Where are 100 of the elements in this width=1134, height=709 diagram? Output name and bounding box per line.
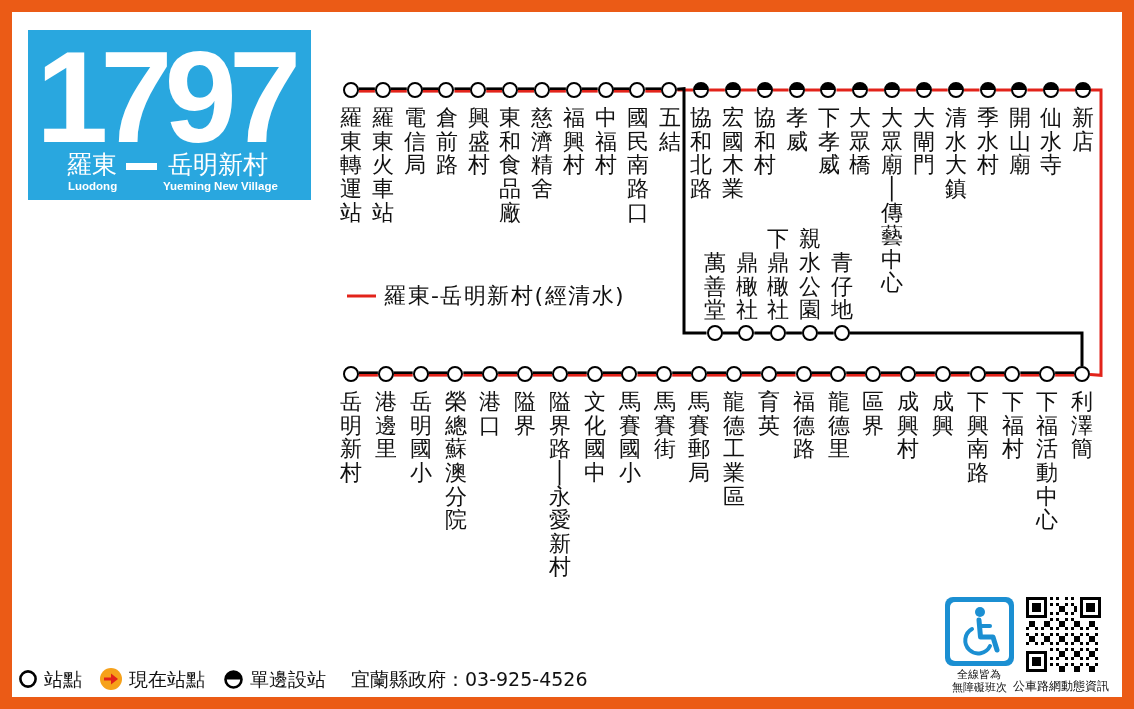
stop-name: 下福村	[1001, 390, 1024, 461]
route-line	[776, 371, 796, 374]
route-line	[672, 371, 692, 374]
route-line	[786, 331, 802, 335]
route-line	[390, 87, 407, 90]
stop-name: 港邊里	[375, 390, 397, 461]
route-line	[358, 371, 378, 374]
route-line	[931, 88, 948, 92]
stop-name: 倉前路	[435, 106, 458, 177]
route-line	[486, 90, 503, 93]
stop-name: 下孝威	[817, 106, 840, 177]
stop-name: 大眾橋	[849, 106, 871, 177]
stop-name: 文化國中	[583, 390, 606, 485]
route-line	[677, 87, 707, 335]
route-line	[707, 374, 726, 377]
route-line	[393, 374, 413, 377]
stop-name: 龍德里	[827, 390, 850, 461]
stop-name: 東和食品廠	[499, 106, 521, 225]
route-line	[772, 88, 789, 92]
stop-name: 馬賽街	[653, 390, 676, 461]
route-line	[741, 371, 761, 374]
stop-name: 中福村	[594, 106, 617, 177]
stop-name: 青仔地	[830, 251, 853, 322]
route-line	[637, 371, 657, 374]
legend-text: 現在站點	[129, 668, 205, 691]
legend-text: 單邊設站	[250, 668, 326, 691]
legend-text: 站點	[44, 668, 82, 691]
route-line	[358, 90, 375, 93]
stop-name: 開山廟	[1008, 106, 1031, 177]
stop-name: 慈濟精舍	[531, 106, 553, 201]
route-line	[1020, 374, 1040, 377]
route-line	[811, 374, 831, 377]
stop-name: 宏國木業	[722, 106, 744, 201]
stop-name: 鼎橄社	[735, 251, 758, 322]
stop-name: 岳明新村	[340, 390, 362, 485]
route-line	[358, 87, 375, 90]
route-line	[454, 90, 471, 93]
route-line	[567, 371, 587, 374]
route-line	[602, 371, 622, 374]
route-line	[454, 87, 471, 90]
route-line	[950, 371, 970, 374]
route-line	[581, 87, 598, 90]
stop-name: 孝威	[785, 106, 808, 154]
route-line	[722, 331, 739, 335]
stop-name: 下福活動中心	[1036, 390, 1058, 532]
route-line	[846, 374, 866, 377]
stop-name: 隘界	[514, 390, 536, 438]
route-line	[428, 371, 448, 374]
route-line	[881, 371, 901, 374]
stop-name: 福興村	[563, 106, 585, 177]
route-line	[985, 371, 1005, 374]
route-line	[836, 88, 853, 92]
route-line	[581, 90, 598, 93]
stop-name: 五結	[658, 106, 680, 154]
stop-name: 清水大鎮	[944, 106, 967, 201]
qr-caption: 公車路網動態資訊	[1013, 679, 1109, 694]
route-line	[849, 331, 1084, 366]
stop-name: 成興村	[897, 390, 919, 461]
route-line	[740, 88, 757, 92]
accessibility-caption: 全線皆為無障礙班次	[951, 668, 1007, 694]
stop-name: 大閘門	[913, 106, 935, 177]
route-line	[804, 88, 821, 92]
route-line	[995, 88, 1012, 92]
stop-name: 榮總蘇澳分院	[444, 390, 467, 532]
stop-name: 區界	[862, 390, 884, 438]
route-line	[518, 90, 535, 93]
route-line	[422, 87, 439, 90]
route-line	[881, 374, 901, 377]
route-line	[1055, 371, 1075, 374]
stop-name: 協和村	[754, 106, 776, 177]
route-line	[549, 87, 566, 90]
route-line	[393, 371, 413, 374]
route-line	[900, 88, 916, 92]
route-line	[985, 374, 1005, 377]
route-line	[811, 371, 831, 374]
route-line	[518, 87, 535, 90]
route-line	[846, 371, 866, 374]
route-line	[754, 331, 771, 335]
legend-text: 羅東-岳明新村(經清水)	[384, 283, 626, 310]
stop-name: 福德路	[792, 390, 815, 461]
stop-name: 龍德工業區	[723, 390, 745, 509]
route-line	[637, 374, 657, 377]
route-line	[532, 371, 552, 374]
terminal-name-english: Luodong	[68, 180, 118, 194]
route-line	[1027, 88, 1044, 92]
route-line	[645, 90, 662, 93]
route-line	[549, 90, 566, 93]
stop-name: 馬賽國小	[618, 390, 641, 485]
route-line	[567, 374, 587, 377]
stop-name: 新店	[1072, 106, 1094, 154]
route-line	[672, 374, 692, 377]
route-line	[422, 90, 439, 93]
route-number-panel	[28, 30, 311, 200]
stop-name: 電信局	[403, 106, 426, 177]
stop-name: 親水公園	[799, 227, 821, 322]
stop-name: 興盛村	[467, 106, 490, 177]
route-line	[915, 374, 935, 377]
terminal-name: 岳明新村	[168, 152, 268, 177]
stop-name: 季水村	[976, 106, 999, 177]
route-line	[709, 88, 725, 92]
